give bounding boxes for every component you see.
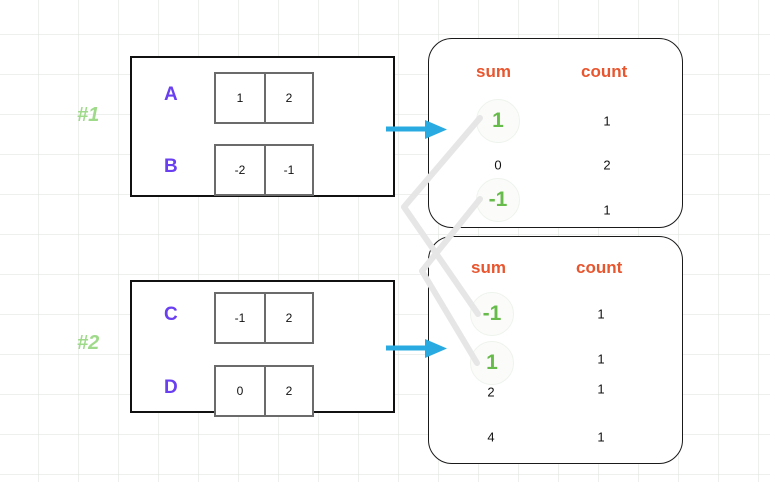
input-row-d-cells: 0 2 [214,365,314,417]
input-group-2: C -1 2 D 0 2 [130,280,395,417]
output-table-1-header-sum: sum [476,62,511,81]
step-tag-2: #2 [77,332,100,354]
input-row-a-cells: 1 2 [214,72,314,124]
output-table-1-count-1: 2 [603,157,611,173]
input-cell-c-1: 2 [264,294,312,342]
output-table-2-count-3: 1 [597,429,605,445]
output-table-2-sum-3: 4 [487,429,495,445]
output-table-2-count-2: 1 [597,381,605,397]
output-table-2-header-sum: sum [471,258,506,277]
output-table-2-sum-0: -1 [482,302,502,325]
input-row-b-cells: -2 -1 [214,144,314,196]
output-table-2-sum-1: 1 [486,351,498,374]
output-table-1-sum-2: -1 [488,188,508,211]
input-cell-c-0: -1 [234,311,246,325]
input-cell-a-1: 2 [264,74,312,122]
input-cell-d-0: 0 [236,384,244,398]
input-cell-b-1: -1 [264,146,312,194]
output-table-1-count-2: 1 [603,202,611,218]
output-table-2-count-1: 1 [597,351,605,367]
input-cell-d-1: 2 [264,367,312,415]
step-tag-1: #1 [77,104,100,126]
input-cell-b-0: -2 [234,163,246,177]
output-table-1-header-count: count [581,62,628,81]
input-row-c-cells: -1 2 [214,292,314,344]
input-cell-a-0: 1 [236,91,244,105]
output-table-1-count-0: 1 [603,113,611,129]
output-table-2: sum count -1 1 1 1 2 1 4 1 [428,236,683,464]
output-table-1-sum-0: 1 [492,109,504,132]
input-row-label-c: C [164,304,179,325]
input-row-label-a: A [164,84,179,105]
output-table-2-count-0: 1 [597,306,605,322]
input-row-label-b: B [164,156,179,177]
output-table-1-sum-1: 0 [494,157,502,173]
output-table-2-header-count: count [576,258,623,277]
input-group-1: A 1 2 B -2 -1 [130,56,395,197]
output-table-2-sum-2: 2 [487,384,495,400]
input-row-label-d: D [164,377,179,398]
output-table-1: sum count 1 1 0 2 -1 1 [428,38,683,228]
